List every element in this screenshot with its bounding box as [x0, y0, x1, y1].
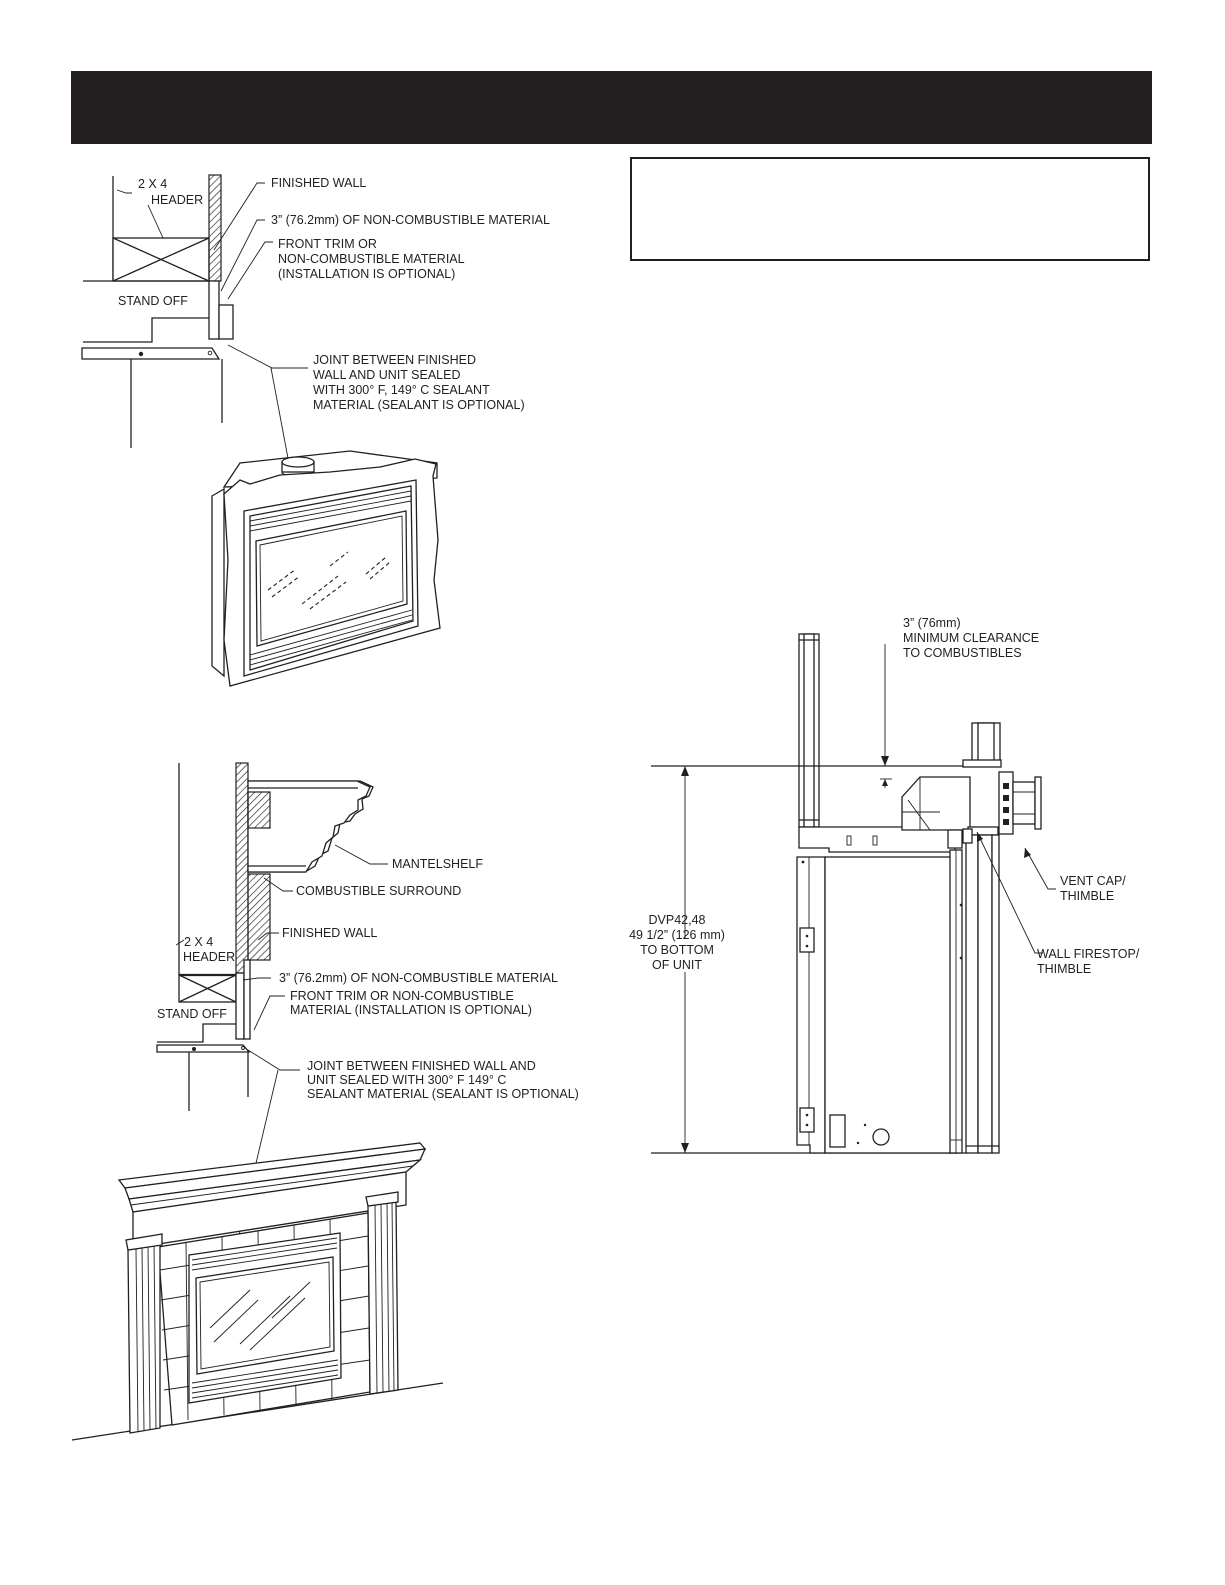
- dimension-label-line1: DVP42,48: [649, 913, 706, 927]
- top-front-trim-label-line3: (INSTALLATION IS OPTIONAL): [278, 267, 455, 281]
- top-fireplace-illustration: [211, 450, 441, 687]
- top-wall-section-detail: [81, 174, 234, 448]
- bottom-joint-label-line2: UNIT SEALED WITH 300° F 149° C: [307, 1073, 506, 1087]
- dimension-label-line4: OF UNIT: [652, 958, 702, 972]
- top-joint-label-line3: WITH 300° F, 149° C SEALANT: [313, 383, 490, 397]
- bottom-noncombustible-label: 3” (76.2mm) OF NON-COMBUSTIBLE MATERIAL: [279, 971, 558, 985]
- bottom-joint-label-line3: SEALANT MATERIAL (SEALANT IS OPTIONAL): [307, 1087, 579, 1101]
- clearance-label-line3: TO COMBUSTIBLES: [903, 646, 1022, 660]
- bottom-header-label-line2: HEADER: [183, 950, 235, 964]
- bottom-standoff-label: STAND OFF: [157, 1007, 227, 1021]
- dimension-label-line3: TO BOTTOM: [640, 943, 714, 957]
- top-finished-wall-label: FINISHED WALL: [271, 176, 366, 190]
- top-front-trim-label-line2: NON-COMBUSTIBLE MATERIAL: [278, 252, 465, 266]
- bottom-combustible-surround-label: COMBUSTIBLE SURROUND: [296, 884, 461, 898]
- vent-cap-label-line2: THIMBLE: [1060, 889, 1114, 903]
- bottom-finished-wall-label: FINISHED WALL: [282, 926, 377, 940]
- top-joint-label-line4: MATERIAL (SEALANT IS OPTIONAL): [313, 398, 525, 412]
- bottom-header-label-line1: 2 X 4: [184, 935, 213, 949]
- bottom-mantel-fireplace-illustration: [71, 1142, 444, 1441]
- clearance-label-line1: 3” (76mm): [903, 616, 961, 630]
- bottom-mantel-section-detail: [156, 762, 374, 1111]
- side-elevation-diagram: [651, 633, 1042, 1154]
- bottom-front-trim-label-line1: FRONT TRIM OR NON-COMBUSTIBLE: [290, 989, 514, 1003]
- clearance-label-line2: MINIMUM CLEARANCE: [903, 631, 1039, 645]
- top-joint-label-line1: JOINT BETWEEN FINISHED: [313, 353, 476, 367]
- top-header-label-line2: HEADER: [151, 193, 203, 207]
- right-leader-lines: [976, 831, 1056, 954]
- top-front-trim-label-line1: FRONT TRIM OR: [278, 237, 377, 251]
- top-standoff-label: STAND OFF: [118, 294, 188, 308]
- firestop-label-line1: WALL FIRESTOP/: [1037, 947, 1140, 961]
- top-noncombustible-label: 3” (76.2mm) OF NON-COMBUSTIBLE MATERIAL: [271, 213, 550, 227]
- section-header-bar: [71, 71, 1152, 144]
- firestop-label-line2: THIMBLE: [1037, 962, 1091, 976]
- top-joint-label-line2: WALL AND UNIT SEALED: [313, 368, 461, 382]
- top-header-label-line1: 2 X 4: [138, 177, 167, 191]
- vent-cap-label-line1: VENT CAP/: [1060, 874, 1126, 888]
- bottom-mantelshelf-label: MANTELSHELF: [392, 857, 483, 871]
- bottom-front-trim-label-line2: MATERIAL (INSTALLATION IS OPTIONAL): [290, 1003, 532, 1017]
- note-box: [630, 157, 1150, 261]
- dimension-label-line2: 49 1/2” (126 mm): [629, 928, 725, 942]
- bottom-joint-label-line1: JOINT BETWEEN FINISHED WALL AND: [307, 1059, 536, 1073]
